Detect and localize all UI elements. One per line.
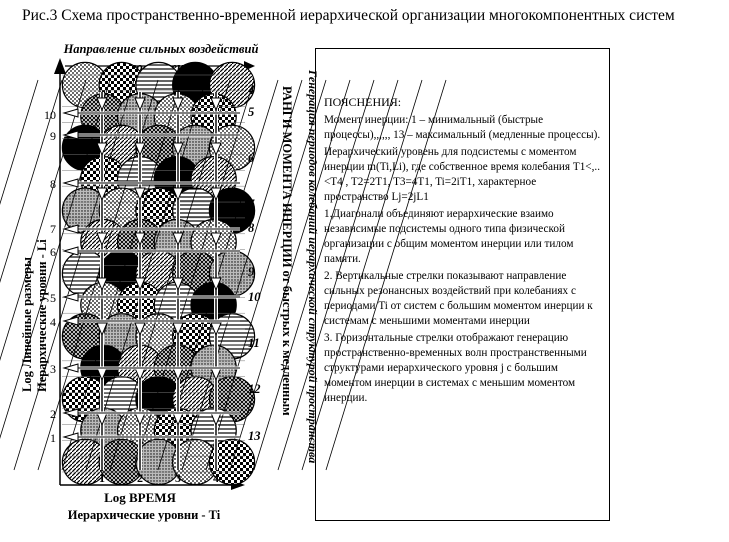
explanations-panel: ПОЯСНЕНИЯ: Момент инерции: 1 – минимальн… bbox=[315, 48, 610, 521]
left-level-label: 3 bbox=[50, 362, 56, 376]
vertical-arrowhead bbox=[210, 97, 222, 112]
vertical-arrowhead bbox=[96, 187, 108, 202]
inertia-rank-label: 5 bbox=[248, 105, 254, 119]
diagonal-line bbox=[0, 79, 63, 283]
circle-grid bbox=[0, 61, 447, 486]
vertical-arrowhead bbox=[134, 97, 146, 112]
left-level-label: 1 bbox=[50, 431, 56, 445]
explanation-inertia: Момент инерции: 1 – минимальный (быстрые… bbox=[324, 114, 601, 141]
x-axis-label: Log ВРЕМЯ bbox=[104, 490, 176, 505]
diagonal-line bbox=[181, 79, 303, 471]
diagonal-line bbox=[325, 79, 447, 471]
diagonal-line bbox=[109, 79, 231, 471]
left-level-label: 8 bbox=[50, 177, 56, 191]
y-axis-arrowhead bbox=[54, 58, 66, 74]
vertical-arrowhead bbox=[134, 322, 146, 337]
vertical-arrowhead bbox=[210, 232, 222, 247]
diagonal-line bbox=[277, 79, 399, 471]
vertical-arrowhead bbox=[172, 322, 184, 337]
diagonal-line bbox=[85, 79, 207, 471]
horizontal-arrowhead bbox=[62, 246, 79, 256]
diagonal-line bbox=[0, 79, 111, 439]
diagonal-line bbox=[0, 79, 87, 361]
horizontal-arrowhead bbox=[62, 292, 79, 302]
vertical-arrowhead bbox=[172, 232, 184, 247]
vertical-arrowhead bbox=[96, 232, 108, 247]
bottom-level-label: 4 bbox=[213, 471, 219, 485]
explanation-vertical-arrows: 2. Вертикальные стрелки показывают напра… bbox=[324, 270, 593, 327]
horizontal-arrowhead bbox=[62, 108, 79, 118]
inertia-rank-label: 9 bbox=[248, 265, 255, 279]
explanation-horizontal-arrows: 3. Горизонтальные стрелки отображают ген… bbox=[324, 332, 587, 404]
inertia-rank-label: 10 bbox=[248, 290, 261, 304]
vertical-arrowhead bbox=[134, 187, 146, 202]
horizontal-arrowhead bbox=[62, 178, 79, 188]
pattern-circle bbox=[208, 438, 256, 486]
vertical-arrowhead bbox=[96, 142, 108, 157]
vertical-arrowhead bbox=[134, 277, 146, 292]
diagonal-line bbox=[229, 79, 351, 471]
inertia-rank-label: 13 bbox=[248, 429, 261, 443]
vertical-arrowhead bbox=[96, 322, 108, 337]
vertical-arrowhead bbox=[210, 322, 222, 337]
diagonal-line bbox=[301, 79, 423, 471]
diagonal-line bbox=[13, 79, 135, 471]
vertical-arrowhead bbox=[172, 277, 184, 292]
vertical-arrowhead bbox=[134, 232, 146, 247]
inertia-rank-label: 8 bbox=[248, 221, 255, 235]
inertia-rank-label: 4 bbox=[247, 83, 254, 97]
explanations-heading: ПОЯСНЕНИЯ: bbox=[324, 95, 402, 109]
vertical-arrowhead bbox=[210, 187, 222, 202]
horizontal-arrowhead bbox=[62, 432, 79, 442]
inertia-rank-label: 6 bbox=[248, 151, 255, 165]
horizontal-arrowhead bbox=[62, 408, 79, 418]
inertia-rank-label: 12 bbox=[248, 382, 261, 396]
vertical-arrowhead bbox=[96, 277, 108, 292]
inertia-rank-label: 7 bbox=[248, 197, 255, 211]
left-level-label: 7 bbox=[50, 222, 56, 236]
vertical-arrowhead bbox=[172, 187, 184, 202]
vertical-arrowhead bbox=[172, 142, 184, 157]
bottom-level-label: 2 bbox=[137, 471, 143, 485]
diagonal-line bbox=[253, 79, 375, 471]
left-level-label: 4 bbox=[50, 315, 56, 329]
x-axis-sublabel: Иерархические уровни - Ti bbox=[67, 508, 221, 522]
horizontal-arrowhead bbox=[62, 130, 79, 140]
left-level-label: 10 bbox=[44, 108, 56, 122]
vertical-arrowhead bbox=[96, 97, 108, 112]
bottom-level-label: 1 bbox=[99, 471, 105, 485]
diagonal-line bbox=[0, 79, 39, 205]
diagonal-line bbox=[61, 79, 183, 471]
vertical-arrowhead bbox=[210, 142, 222, 157]
vertical-arrowhead bbox=[172, 97, 184, 112]
explanation-hierarchy-level: Иерархический уровень для подсистемы с м… bbox=[324, 146, 600, 203]
vertical-arrowhead bbox=[134, 142, 146, 157]
bottom-level-label: 3 bbox=[175, 471, 181, 485]
explanation-diagonals: 1.Диагонали объединяют иерархические вза… bbox=[324, 208, 574, 265]
diagonal-line bbox=[133, 79, 255, 471]
inertia-rank-label: 11 bbox=[248, 336, 260, 350]
horizontal-arrowhead bbox=[62, 224, 79, 234]
horizontal-arrowhead bbox=[62, 363, 79, 373]
figure-title: Рис.3 Схема пространственно-временной ие… bbox=[22, 7, 675, 24]
diagonal-line bbox=[205, 79, 327, 471]
left-level-label: 9 bbox=[50, 129, 56, 143]
left-level-label: 5 bbox=[50, 291, 56, 305]
left-level-label: 2 bbox=[50, 407, 56, 421]
horizontal-arrowhead bbox=[62, 316, 79, 326]
strong-impact-direction-line1: Направление сильных воздействий bbox=[63, 42, 259, 56]
vertical-arrowhead bbox=[210, 277, 222, 292]
left-level-label: 6 bbox=[50, 245, 56, 259]
